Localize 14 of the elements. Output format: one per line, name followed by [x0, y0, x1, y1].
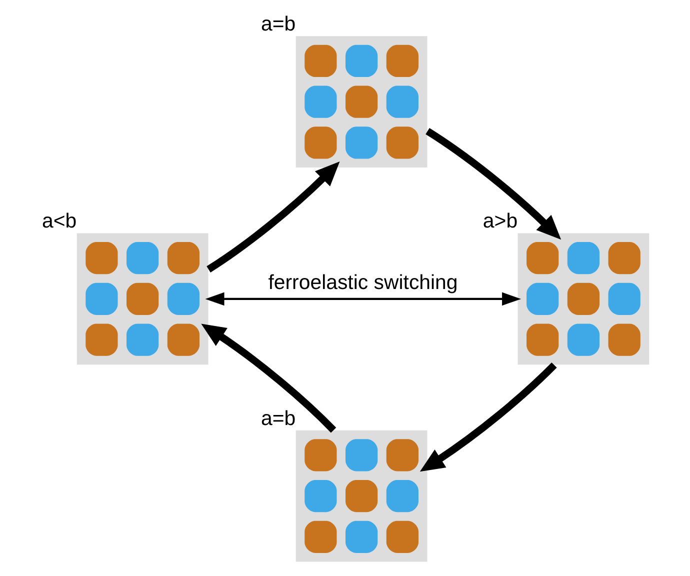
- arrow: [425, 128, 561, 240]
- node-label: a=b: [260, 408, 296, 430]
- node-picture: [517, 233, 649, 365]
- arrow: [200, 324, 336, 433]
- arrow: [419, 362, 556, 472]
- node-label: a>b: [482, 210, 518, 233]
- arrow: [204, 292, 521, 306]
- node-label: a<b: [42, 210, 76, 233]
- node-picture: [295, 430, 427, 562]
- node-picture: [295, 36, 427, 168]
- arrow: [206, 162, 340, 272]
- edge-label: ferroelastic switching: [268, 272, 458, 294]
- node-label: a=b: [260, 14, 296, 36]
- node-picture: [76, 233, 208, 365]
